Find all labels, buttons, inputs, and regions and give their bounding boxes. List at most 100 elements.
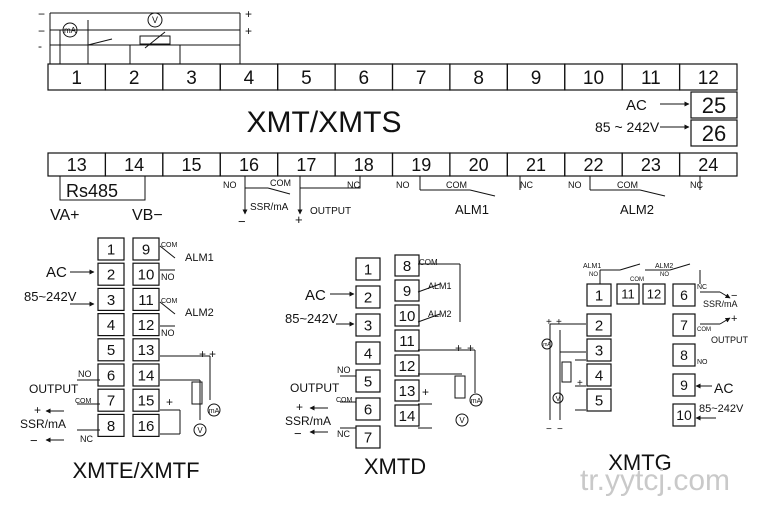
xmte-terminal-2-label: 2 (107, 267, 115, 284)
xmtd-terminal-14-label: 14 (399, 408, 416, 425)
xmtd-terminal-6-box (355, 397, 381, 421)
xmtg-terminal-4-box (586, 363, 612, 387)
xmtg-terminal-7-box (672, 313, 696, 337)
xmtd-terminal-12-label: 12 (399, 358, 416, 375)
terminal-22-label: 22 (583, 155, 603, 175)
voltmeter-label: V (152, 15, 158, 25)
xmtd-left-terminals (355, 257, 381, 449)
xmtd-terminal-4-label: 4 (364, 345, 372, 362)
xmtg-ma-label: mA (543, 342, 551, 348)
xmte-terminal-11-box (132, 287, 160, 311)
vb-label: VB− (132, 207, 163, 224)
terminal-8-label: 8 (473, 68, 484, 89)
terminal-19-label: 19 (411, 155, 431, 175)
xmtg-voltmeter-icon (552, 392, 564, 404)
alm2-nc-label: NC (690, 180, 703, 190)
xmtg-terminal-4-label: 4 (595, 367, 603, 384)
xmte-plus-c: + (166, 395, 173, 409)
xmtd-terminal-6-label: 6 (364, 401, 372, 418)
va-label: VA+ (50, 207, 80, 224)
terminal-18-label: 18 (354, 155, 374, 175)
xmtg-ma-meter-icon (541, 338, 553, 350)
xmtg-terminal-11-box (616, 283, 640, 305)
xmte-terminal-2-box (97, 262, 125, 286)
alm1-no-label: NO (396, 180, 410, 190)
xmtg-terminals (586, 283, 696, 427)
xmtd-terminal-10-box (394, 304, 420, 327)
terminal-6-label: 6 (359, 68, 370, 89)
ssr-minus: − (238, 214, 246, 229)
xmte-terminal-8-box (97, 413, 125, 437)
alm2-com-label: COM (617, 180, 638, 190)
ssr-label: SSR/mA (250, 202, 289, 213)
xmtd-terminal-8-label: 8 (403, 258, 411, 275)
xmtg-terminal-6-label: 6 (680, 287, 688, 303)
terminal-11-label: 11 (641, 68, 661, 89)
power-ac-label: AC (626, 97, 647, 114)
xmtg-terminal-9-label: 9 (680, 377, 688, 393)
xmtd-com-top-label: COM (419, 258, 438, 267)
xmtg-minus-b: − (557, 424, 563, 435)
xmtd-right-terminals (394, 254, 420, 427)
xmtg-terminal-11-label: 11 (621, 287, 635, 302)
output-label: OUTPUT (310, 206, 351, 217)
xmtg-alm2-label: ALM2 (655, 263, 673, 270)
xmte-terminal-15-label: 15 (138, 393, 155, 410)
xmtd-terminal-12-box (394, 354, 420, 377)
xmtg-alm1-label: ALM1 (583, 263, 601, 270)
xmtg-terminal-8-label: 8 (680, 347, 688, 363)
xmtg-v-label: V (556, 396, 561, 403)
alm2-no-label: NO (568, 180, 582, 190)
xmtg-no1-label: NO (589, 272, 598, 278)
xmtd-terminal-9-box (394, 279, 420, 302)
terminal-20-label: 20 (469, 155, 489, 175)
xmtd-terminal-1-box (355, 257, 381, 281)
xmtd-terminal-3-box (355, 313, 381, 337)
xmte-ma-label: mA (209, 408, 220, 415)
xmtg-no2-label: NO (660, 272, 669, 278)
xmtd-plus-c: + (422, 385, 429, 399)
xmte-terminal-12-label: 12 (138, 317, 155, 334)
xmtd-range-label: 85~242V (285, 311, 338, 326)
xmtg-terminal-2-label: 2 (595, 317, 603, 334)
xmte-wiring (77, 245, 211, 435)
xmte-terminal-4-box (97, 313, 125, 337)
terminal-26-label: 26 (702, 121, 726, 146)
xmte-terminal-14-label: 14 (138, 367, 155, 384)
xmtd-terminal-8-box (394, 254, 420, 277)
xmtg-terminal-2-box (586, 313, 612, 337)
terminal-strip-1 (47, 63, 738, 91)
xmte-alm2-label: ALM2 (185, 307, 214, 319)
xmtd-terminal-11-box (394, 329, 420, 352)
terminal-24-label: 24 (698, 155, 718, 175)
xmte-title: XMTE/XMTF (72, 458, 199, 483)
xmtd-alm1-label: ALM1 (428, 281, 452, 291)
xmte-terminal-5-box (97, 338, 125, 362)
xmtd-terminal-5-box (355, 369, 381, 393)
xmtg-plus-b: + (556, 317, 562, 328)
terminal-10-label: 10 (583, 68, 604, 89)
alm2-label: ALM2 (620, 202, 654, 217)
alm1-nc-label: NC (520, 180, 533, 190)
terminal-14-label: 14 (124, 155, 144, 175)
xmte-terminal-14-box (132, 363, 160, 387)
xmte-com2-label: COM (161, 298, 178, 305)
xmte-com1-label: COM (161, 242, 178, 249)
terminal-12-box (678, 63, 738, 91)
alm1-com-label: COM (446, 180, 467, 190)
xmtg-terminal-10-box (672, 403, 696, 427)
xmtg-terminal-3-box (586, 338, 612, 362)
xmte-no1-label: NO (161, 272, 175, 282)
xmtd-voltmeter-icon (455, 413, 469, 427)
xmte-nc-label: NC (80, 434, 93, 444)
xmte-terminal-13-label: 13 (138, 342, 155, 359)
terminal-strip-2 (47, 152, 738, 177)
out-com-label: COM (270, 178, 291, 188)
top-plus-2: + (245, 24, 252, 38)
terminal-15-label: 15 (182, 155, 202, 175)
xmtd-terminal-3-label: 3 (364, 317, 372, 334)
xmte-range-label: 85~242V (24, 289, 77, 304)
xmtd-terminal-2-box (355, 285, 381, 309)
xmtd-title: XMTD (364, 454, 426, 479)
xmt-xmts-title: XMT/XMTS (247, 106, 402, 139)
